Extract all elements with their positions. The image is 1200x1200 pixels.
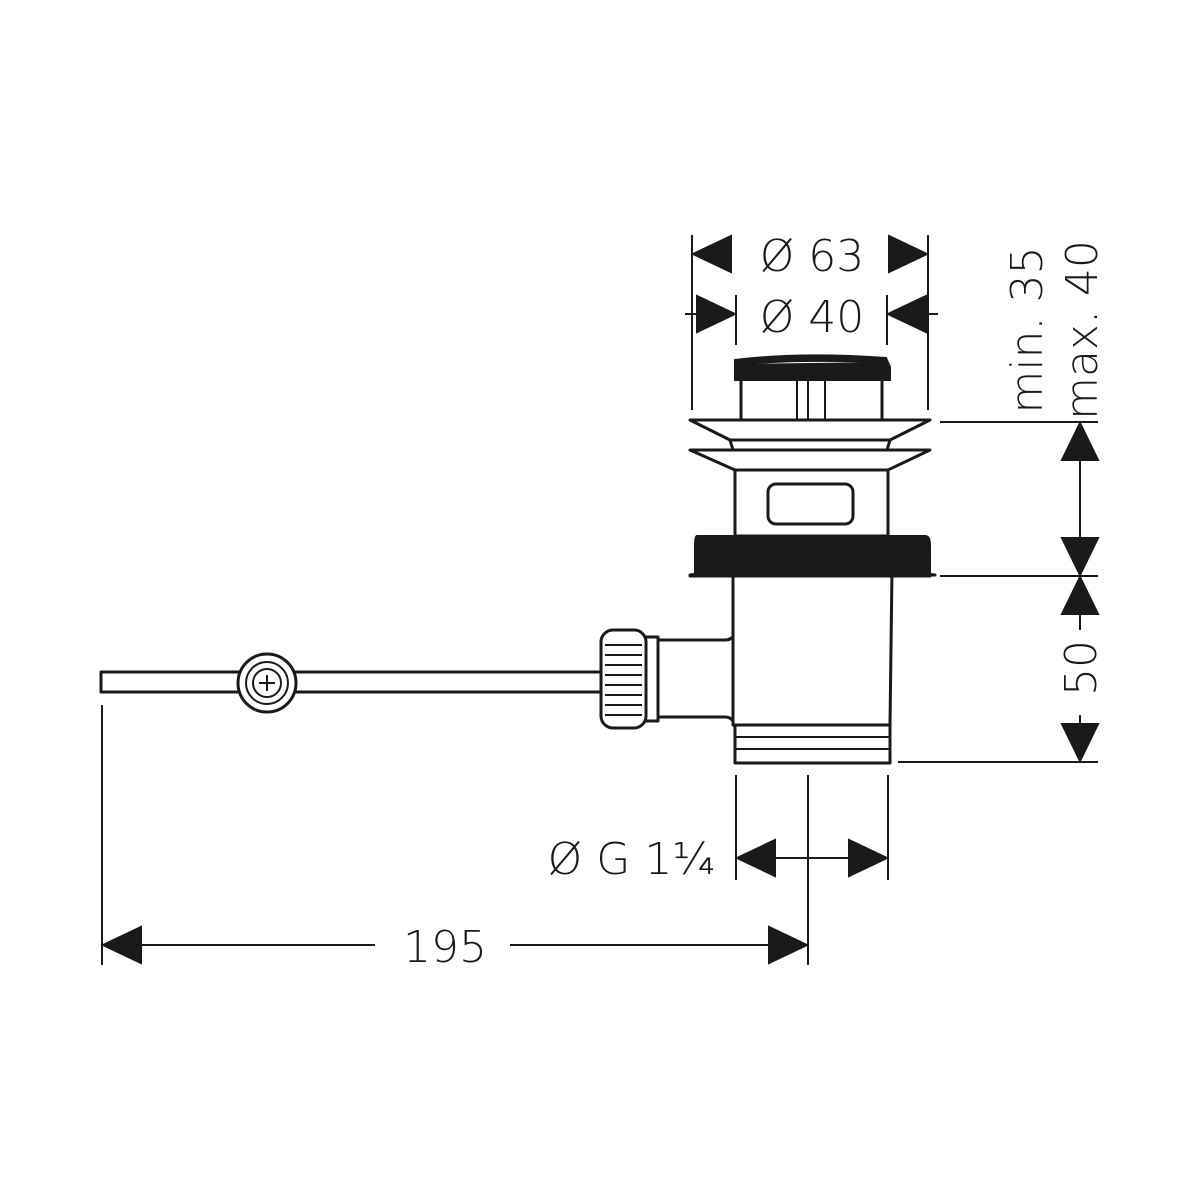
dimension-lever-length [100, 705, 810, 965]
dimension-vertical [898, 420, 1100, 764]
drain-body [688, 418, 937, 765]
min-thickness-label: min. 35 [1002, 247, 1053, 414]
lever-rod [99, 670, 605, 694]
plug-cap [734, 354, 891, 422]
inner-diameter-label: Ø 40 [760, 292, 865, 343]
dimension-inner-diameter [685, 294, 938, 345]
dimension-outer-diameter [690, 234, 930, 410]
dimension-thread [734, 775, 890, 965]
lever-length-label: 195 [403, 922, 487, 973]
thread-label: Ø G 1¼ [548, 834, 715, 885]
rod-clamp-screw [236, 652, 298, 714]
body-height-label: 50 [1056, 640, 1107, 696]
side-connector [599, 598, 745, 732]
max-thickness-label: max. 40 [1057, 240, 1108, 420]
outer-diameter-label: Ø 63 [760, 231, 865, 282]
